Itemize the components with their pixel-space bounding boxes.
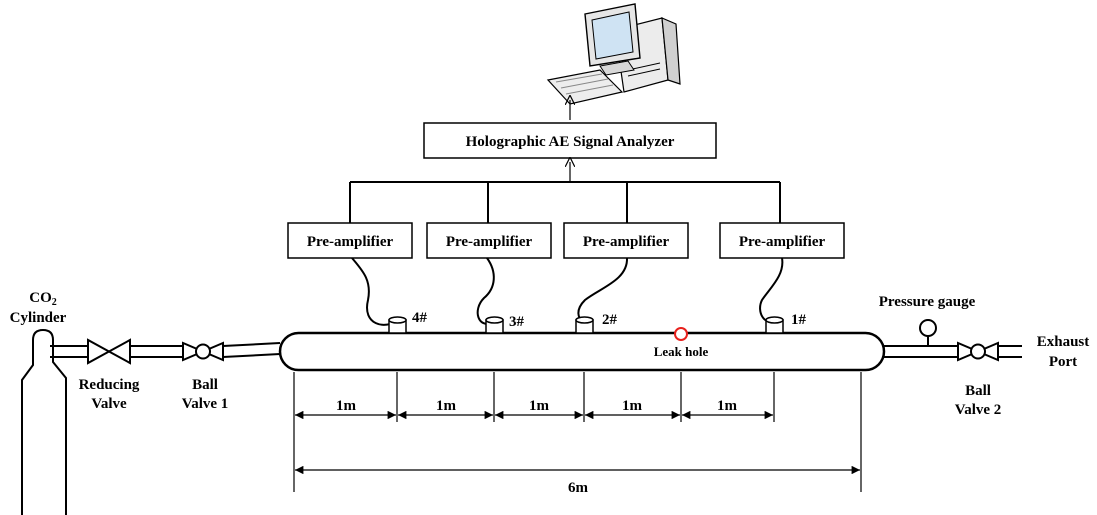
dim-segment-5: 1m [682,398,773,420]
leak-hole-label: Leak hole [654,344,709,359]
sensor-label: 1# [791,312,807,328]
co2-label: CO2 Cylinder [10,290,67,326]
analyzer-box: Holographic AE Signal Analyzer [423,122,717,159]
svg-text:1m: 1m [622,398,643,414]
svg-text:1m: 1m [529,398,550,414]
preamp-label: Pre-amplifier [739,234,826,250]
reducing-valve-label: Reducing Valve [79,377,140,412]
inlet-pipe [50,342,281,358]
svg-text:6m: 6m [568,480,589,496]
dim-segment-2: 1m [398,398,493,420]
leak-hole-marker [674,327,688,341]
svg-text:Cylinder: Cylinder [10,310,67,326]
ball-valve-1-icon [182,341,224,362]
sensor-label: 3# [509,314,525,330]
dim-total: 6m [295,465,860,496]
svg-text:CO2: CO2 [29,290,57,308]
svg-text:Valve: Valve [91,396,127,412]
sensor-label: 4# [412,310,428,326]
dim-segment-3: 1m [495,398,583,420]
pressure-gauge-icon [919,319,937,347]
analyzer-label: Holographic AE Signal Analyzer [466,134,675,150]
svg-text:1m: 1m [717,398,738,414]
reducing-valve-icon [87,338,131,365]
signal-bus [349,181,781,223]
ball-valve-2-label: Ball Valve 2 [955,383,1002,418]
svg-text:1m: 1m [336,398,357,414]
preamp-4: Pre-amplifier [719,222,845,259]
preamp-3: Pre-amplifier [563,222,689,259]
svg-text:Valve 2: Valve 2 [955,402,1002,418]
sensor-3: 3# [485,314,525,334]
preamp-label: Pre-amplifier [307,234,394,250]
svg-text:Reducing: Reducing [79,377,140,393]
dim-segment-1: 1m [295,398,396,420]
sensor-label: 2# [602,312,618,328]
svg-text:Ball: Ball [965,383,991,399]
ball-valve-2-icon [957,341,999,362]
computer-icon [546,3,681,105]
preamp-2: Pre-amplifier [426,222,552,259]
outlet-pipe [884,345,1022,358]
dim-segment-4: 1m [585,398,680,420]
svg-text:Port: Port [1049,354,1077,370]
svg-text:1m: 1m [436,398,457,414]
pressure-gauge-label: Pressure gauge [879,294,976,310]
co2-cylinder [21,328,67,515]
dimension-ticks [293,372,862,492]
sensor-4: 4# [388,310,428,334]
preamp-label: Pre-amplifier [583,234,670,250]
preamp-1: Pre-amplifier [287,222,413,259]
sensor-2: 2# [575,312,618,334]
main-pipe [278,331,886,372]
svg-text:Exhaust: Exhaust [1037,334,1090,350]
ball-valve-1-label: Ball Valve 1 [182,377,229,412]
sensor-1: 1# [765,312,807,334]
svg-text:Valve 1: Valve 1 [182,396,229,412]
svg-text:Ball: Ball [192,377,218,393]
preamp-label: Pre-amplifier [446,234,533,250]
exhaust-port-label: Exhaust Port [1037,334,1090,370]
